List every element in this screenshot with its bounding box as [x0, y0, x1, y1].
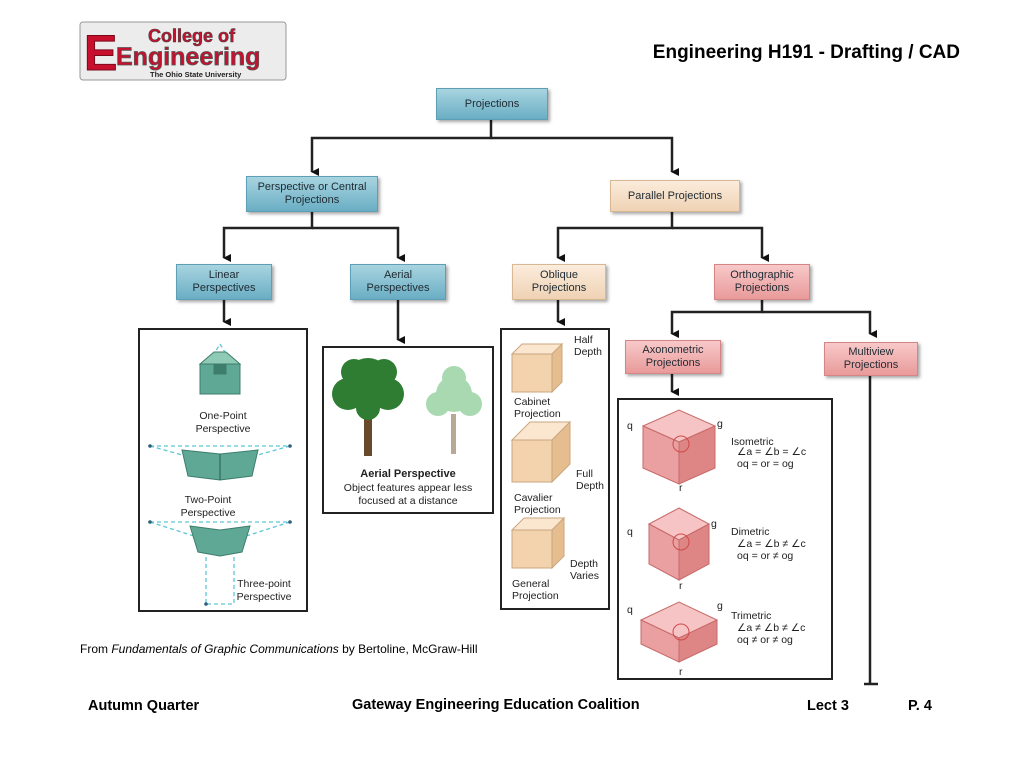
footer-lecture: Lect 3 [807, 698, 849, 714]
node-linear-perspectives: Linear Perspectives [176, 264, 272, 300]
axonometric-projection-panel: q g r Isometric ∠a = ∠b = ∠c oq = or = o… [617, 398, 833, 680]
label-cavalier-projection: Cavalier Projection [514, 492, 561, 516]
node-aerial-perspectives: Aerial Perspectives [350, 264, 446, 300]
label-two-point-perspective: Two-Point Perspective [180, 494, 236, 519]
footer-page: P. 4 [908, 698, 932, 714]
label-isometric: Isometric [731, 436, 774, 448]
aerial-perspective-title: Aerial Perspective [360, 468, 456, 480]
slide-title: Engineering H191 - Drafting / CAD [652, 42, 960, 63]
label-one-point-perspective: One-Point Perspective [195, 410, 251, 435]
node-parallel-projections: Parallel Projections [610, 180, 740, 212]
label-r-dimetric: r [679, 580, 683, 592]
footer-coalition: Gateway Engineering Education Coalition [352, 697, 640, 713]
label-half-depth: Half Depth [574, 334, 603, 358]
svg-text:Engineering: Engineering [116, 43, 260, 71]
node-oblique-projections: Oblique Projections [512, 264, 606, 300]
label-q-isometric: q [627, 420, 633, 432]
oblique-blocks [510, 342, 572, 570]
trimetric-angles: ∠a ≠ ∠b ≠ ∠c [737, 622, 806, 634]
aerial-perspective-panel: Aerial Perspective Object features appea… [322, 346, 494, 514]
perspective-illustrations [148, 342, 292, 606]
label-g-isometric: g [717, 418, 723, 430]
linear-perspective-panel: One-Point Perspective Two-Point Perspect… [138, 328, 308, 612]
svg-text:E: E [84, 25, 117, 81]
label-g-dimetric: g [711, 518, 717, 530]
label-depth-varies: Depth Varies [570, 558, 599, 582]
node-orthographic-projections: Orthographic Projections [714, 264, 810, 300]
label-three-point-perspective: Three-point Perspective [236, 578, 292, 603]
college-of-engineering-logo: E College of Engineering The Ohio State … [78, 18, 290, 84]
isometric-angles: ∠a = ∠b = ∠c [737, 446, 807, 458]
svg-text:College of: College of [148, 26, 236, 46]
aerial-perspective-desc: Object features appear less focused at a… [343, 482, 473, 507]
label-r-isometric: r [679, 482, 683, 494]
node-projections: Projections [436, 88, 548, 120]
label-cabinet-projection: Cabinet Projection [514, 396, 561, 420]
dimetric-lengths: oq = or ≠ og [737, 550, 794, 562]
label-g-trimetric: g [717, 600, 723, 612]
label-general-projection: General Projection [512, 578, 559, 602]
source-credit: From Fundamentals of Graphic Communicati… [80, 642, 478, 656]
oblique-projection-panel: Half Depth Cabinet Projection Full Depth… [500, 328, 610, 610]
node-perspective-projections: Perspective or Central Projections [246, 176, 378, 212]
label-full-depth: Full Depth [576, 468, 605, 492]
tree-illustrations [332, 358, 482, 456]
label-dimetric: Dimetric [731, 526, 770, 538]
label-q-dimetric: q [627, 526, 633, 538]
trimetric-lengths: oq ≠ or ≠ og [737, 634, 793, 646]
node-axonometric-projections: Axonometric Projections [625, 340, 721, 374]
isometric-lengths: oq = or = og [737, 458, 794, 470]
node-multiview-projections: Multiview Projections [824, 342, 918, 376]
footer-quarter: Autumn Quarter [88, 698, 200, 714]
svg-text:The Ohio State University: The Ohio State University [150, 70, 242, 79]
label-trimetric: Trimetric [731, 610, 772, 622]
dimetric-angles: ∠a = ∠b ≠ ∠c [737, 538, 806, 550]
label-r-trimetric: r [679, 666, 683, 678]
axonometric-blocks [639, 409, 719, 663]
label-q-trimetric: q [627, 604, 633, 616]
